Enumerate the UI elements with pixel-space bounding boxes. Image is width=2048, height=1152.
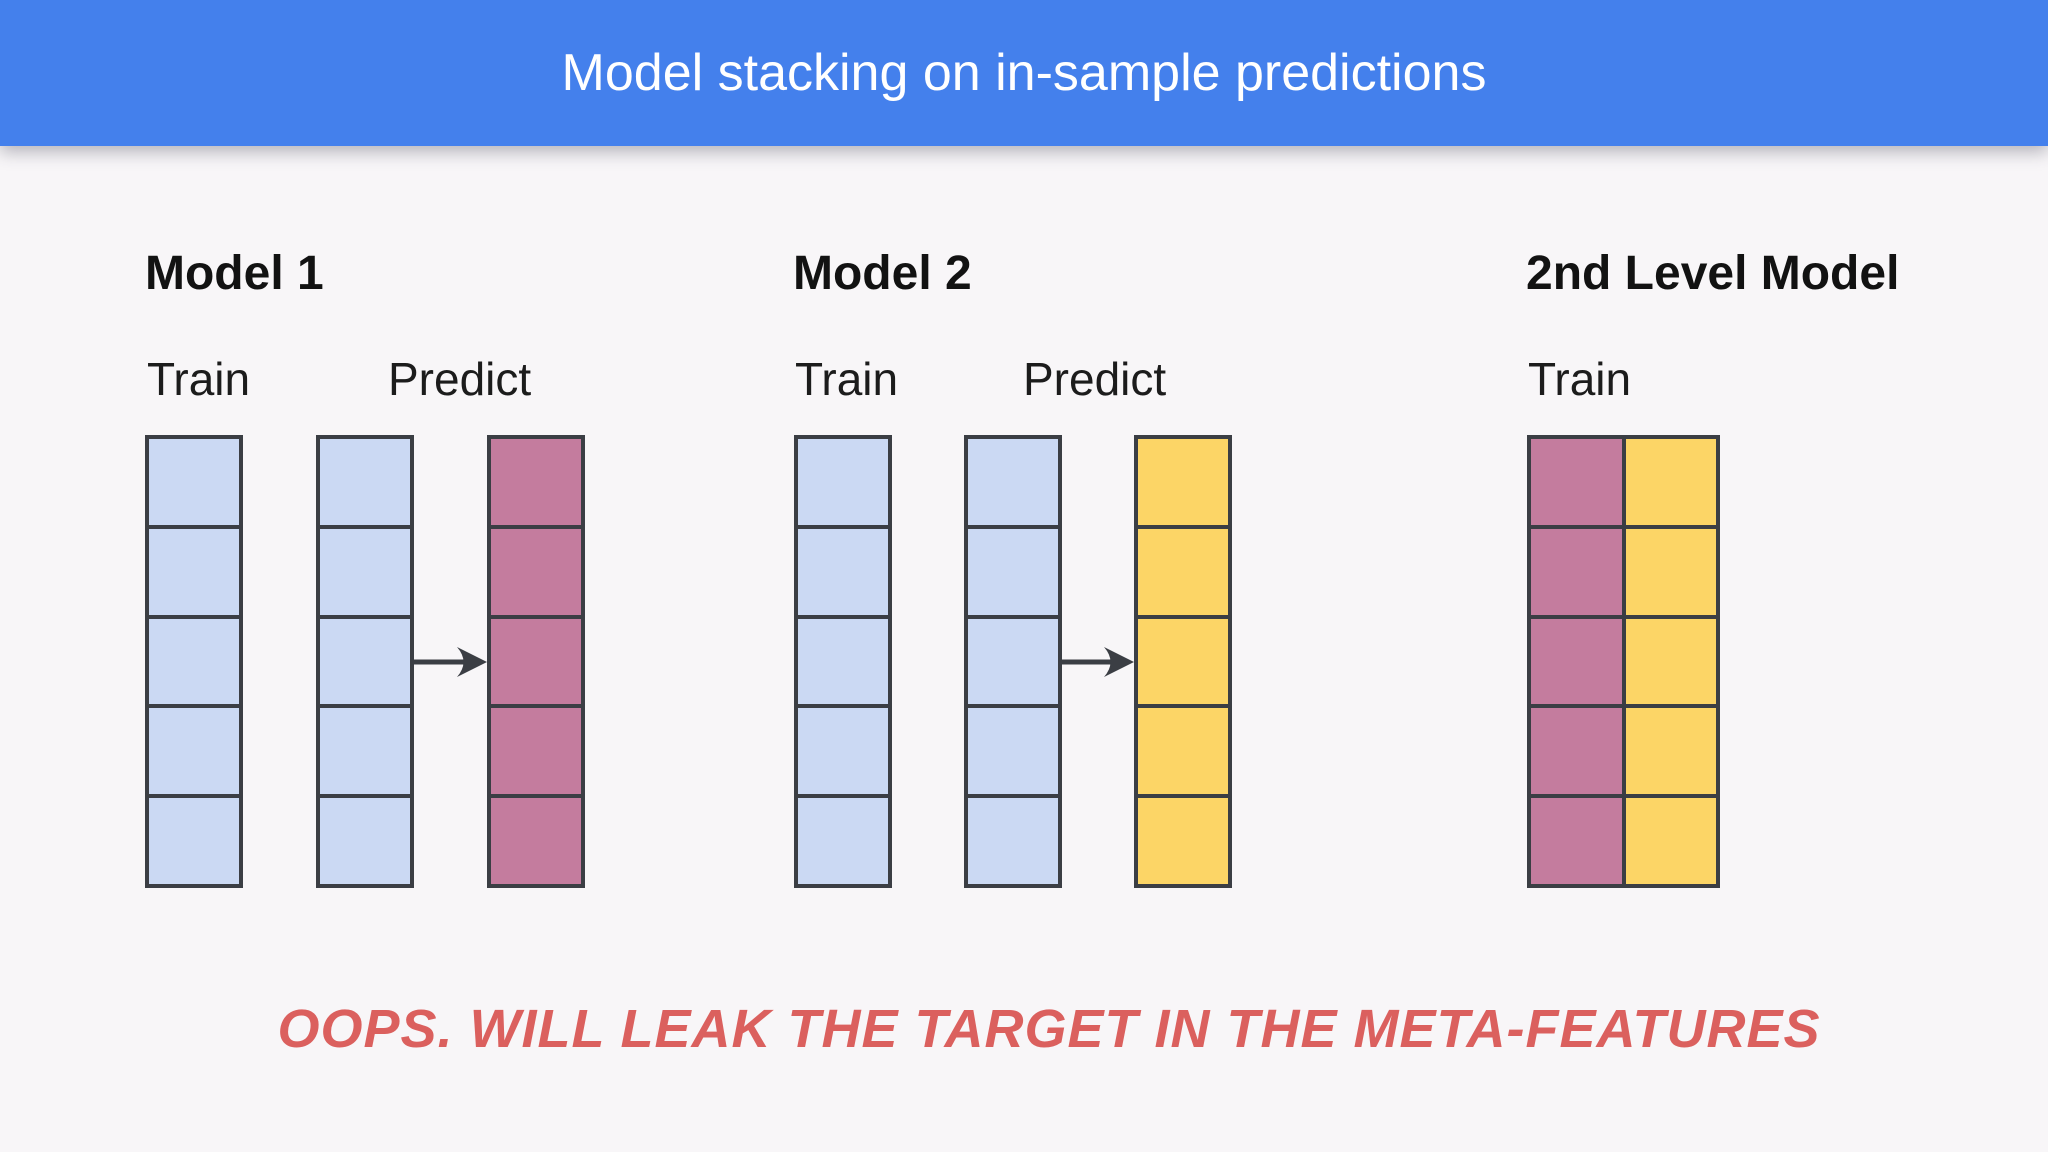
grid-cell [1531, 439, 1622, 525]
grid-cell [149, 614, 239, 705]
model2-train-column [794, 435, 892, 888]
grid-cell [1531, 704, 1622, 795]
grid-cell [491, 614, 581, 705]
model2-predict-label: Predict [1023, 353, 1167, 405]
grid-cell [968, 439, 1058, 525]
grid-cell [1625, 614, 1716, 705]
model2-predictions-column [1134, 435, 1232, 888]
grid-cell [1138, 439, 1228, 525]
grid-cell [149, 704, 239, 795]
second-level-train-block [1527, 435, 1720, 888]
grid-cell [968, 614, 1058, 705]
model1-predict-arrow [413, 647, 487, 677]
grid-cell [320, 524, 410, 615]
grid-cell [149, 794, 239, 884]
slide-title: Model stacking on in-sample predictions [561, 44, 1487, 102]
grid-cell [1625, 524, 1716, 615]
model1-heading: Model 1 [145, 247, 324, 300]
grid-cell [968, 704, 1058, 795]
grid-cell [798, 524, 888, 615]
grid-cell [1625, 439, 1716, 525]
model1-train-column [145, 435, 243, 888]
model1-predictions-column [487, 435, 585, 888]
model2-predict-arrow [1060, 647, 1134, 677]
model2-train-label: Train [795, 353, 899, 405]
grid-cell [1625, 704, 1716, 795]
grid-cell [1531, 524, 1622, 615]
grid-cell [491, 794, 581, 884]
grid-cell [968, 794, 1058, 884]
second-level-heading: 2nd Level Model [1526, 247, 1900, 300]
model2-predict-input-column [964, 435, 1062, 888]
grid-cell [149, 524, 239, 615]
model2-heading: Model 2 [793, 247, 972, 300]
grid-cell [798, 439, 888, 525]
grid-cell [1138, 704, 1228, 795]
second-level-meta-feature-model2-column [1621, 439, 1716, 884]
grid-cell [798, 704, 888, 795]
grid-cell [1138, 614, 1228, 705]
grid-cell [491, 704, 581, 795]
second-level-train-label: Train [1528, 353, 1632, 405]
leakage-warning-annotation: OOPS. WILL LEAK THE TARGET IN THE META-F… [277, 999, 1821, 1059]
model1-predict-input-column [316, 435, 414, 888]
grid-cell [1531, 614, 1622, 705]
grid-cell [320, 794, 410, 884]
grid-cell [1138, 524, 1228, 615]
grid-cell [320, 704, 410, 795]
grid-cell [320, 439, 410, 525]
second-level-meta-feature-model1-column [1531, 439, 1622, 884]
grid-cell [798, 794, 888, 884]
model1-train-label: Train [147, 353, 251, 405]
grid-cell [491, 524, 581, 615]
title-banner: Model stacking on in-sample predictions [0, 0, 2048, 146]
grid-cell [1138, 794, 1228, 884]
grid-cell [491, 439, 581, 525]
grid-cell [968, 524, 1058, 615]
grid-cell [798, 614, 888, 705]
grid-cell [149, 439, 239, 525]
grid-cell [320, 614, 410, 705]
grid-cell [1531, 794, 1622, 884]
grid-cell [1625, 794, 1716, 884]
model1-predict-label: Predict [388, 353, 532, 405]
